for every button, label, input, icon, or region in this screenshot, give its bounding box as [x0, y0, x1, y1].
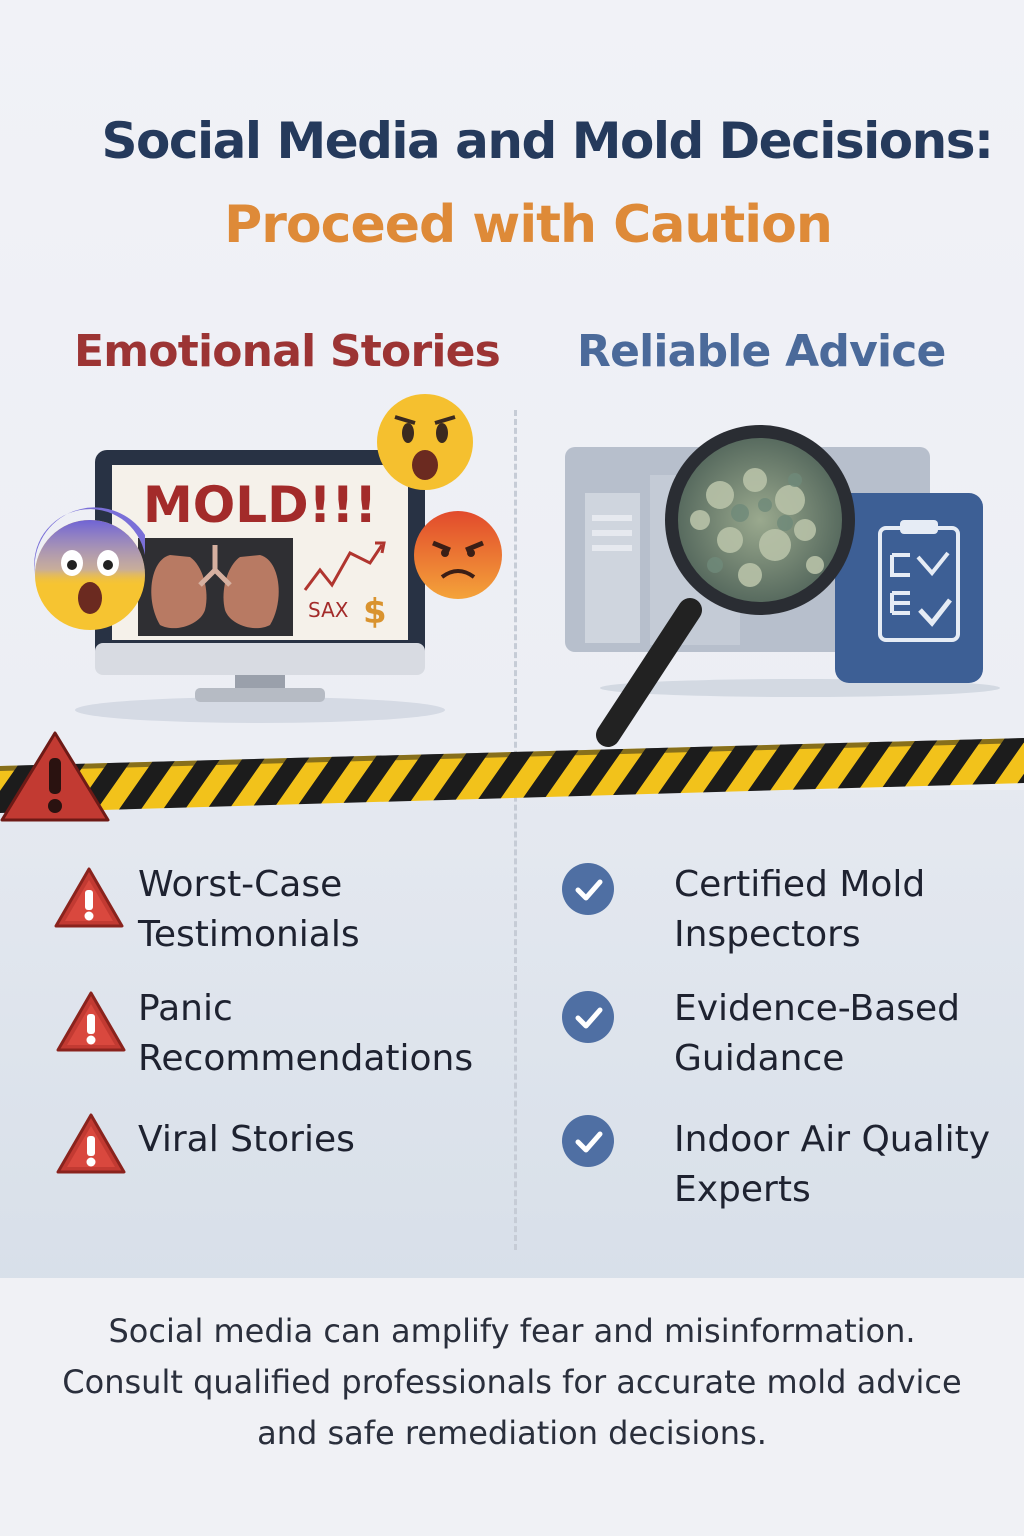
check-circle-icon	[562, 863, 614, 915]
footer-line-3: and safe remediation decisions.	[257, 1414, 767, 1452]
lungs-icon	[151, 545, 279, 629]
warning-triangle-icon	[56, 1113, 126, 1174]
page-title: Social Media and Mold Decisions:	[101, 112, 994, 170]
list-item: Indoor Air Quality Experts	[674, 1115, 1014, 1215]
footer-line-2: Consult qualified professionals for accu…	[62, 1363, 962, 1401]
monitor-scribble: SAX	[308, 598, 349, 622]
warning-triangle-icon	[54, 867, 124, 928]
monitor-illustration: MOLD!!! SAX $	[34, 394, 502, 723]
item-line-1: Panic	[138, 988, 233, 1029]
item-line-2: Testimonials	[138, 914, 360, 955]
column-divider	[514, 410, 517, 1250]
item-line-2: Recommendations	[138, 1038, 474, 1079]
footer-text: Social media can amplify fear and misinf…	[40, 1306, 984, 1459]
item-line-1: Worst-Case	[138, 864, 343, 905]
list-item: Panic Recommendations	[138, 984, 498, 1084]
list-item: Certified Mold Inspectors	[674, 860, 994, 960]
clipboard-checklist-icon	[835, 493, 983, 683]
scream-emoji-icon	[34, 507, 146, 630]
check-circle-icon	[562, 1115, 614, 1167]
monitor-headline: MOLD!!!	[143, 476, 377, 534]
trend-arrow-icon	[303, 544, 384, 591]
item-line-1: Viral Stories	[138, 1119, 355, 1160]
list-item: Evidence-Based Guidance	[674, 984, 994, 1084]
item-line-2: Experts	[674, 1169, 811, 1210]
item-line-1: Evidence-Based	[674, 988, 961, 1029]
caution-tape	[0, 731, 1024, 822]
angry-emoji-icon	[414, 511, 502, 599]
research-illustration	[565, 425, 1000, 747]
item-line-1: Indoor Air Quality	[674, 1119, 991, 1160]
emotional-stories-heading: Emotional Stories	[74, 326, 501, 377]
list-item: Worst-Case Testimonials	[138, 860, 498, 960]
check-circle-icon	[562, 991, 614, 1043]
item-line-1: Certified Mold	[674, 864, 926, 905]
footer-line-1: Social media can amplify fear and misinf…	[108, 1312, 916, 1350]
list-item: Viral Stories	[138, 1115, 498, 1165]
item-line-2: Guidance	[674, 1038, 845, 1079]
dollar-sign: $	[363, 592, 387, 632]
warning-triangle-icon	[56, 991, 126, 1052]
page-subtitle: Proceed with Caution	[224, 195, 833, 255]
reliable-advice-heading: Reliable Advice	[577, 326, 946, 377]
footer-panel	[0, 1278, 1024, 1536]
warning-triangle-icon	[0, 731, 110, 822]
shocked-emoji-icon	[377, 394, 473, 490]
item-line-2: Inspectors	[674, 914, 861, 955]
lower-panel	[0, 790, 1024, 1278]
magnifying-glass-icon	[596, 425, 855, 747]
